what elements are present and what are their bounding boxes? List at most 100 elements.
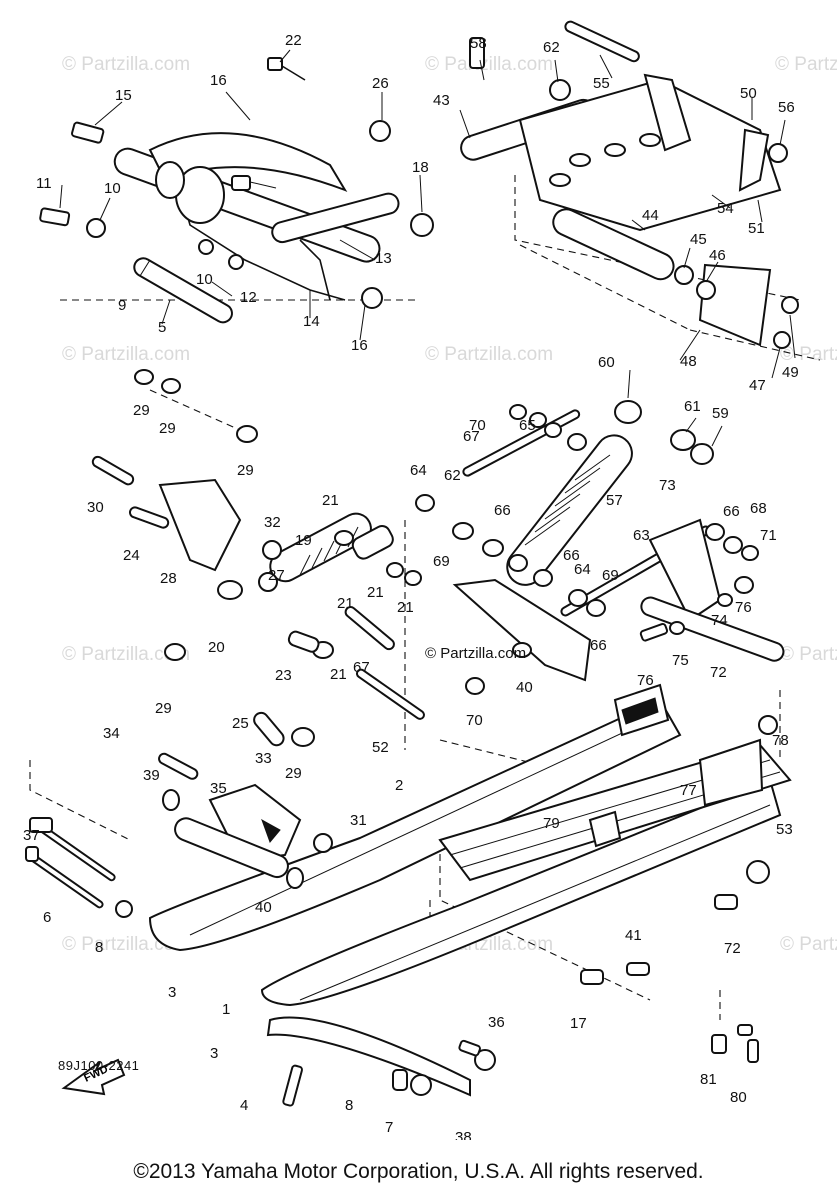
- watermark: © Partzilla.com: [425, 54, 553, 75]
- callout-7: 7: [385, 1119, 393, 1136]
- callout-73: 73: [659, 477, 676, 494]
- callout-21: 21: [397, 599, 414, 616]
- callout-18: 18: [412, 159, 429, 176]
- callout-51: 51: [748, 220, 765, 237]
- callout-3: 3: [210, 1045, 218, 1062]
- callout-8: 8: [95, 939, 103, 956]
- diagram-reference-code: 89J100-2241: [58, 1058, 140, 1073]
- callout-5: 5: [158, 319, 166, 336]
- callout-60: 60: [598, 354, 615, 371]
- callout-70: 70: [469, 417, 486, 434]
- watermark: © Partzilla.com: [425, 344, 553, 365]
- callout-46: 46: [709, 247, 726, 264]
- callout-39: 39: [143, 767, 160, 784]
- callout-29: 29: [237, 462, 254, 479]
- callout-37: 37: [23, 827, 40, 844]
- callout-65: 65: [519, 417, 536, 434]
- callout-17: 17: [570, 1015, 587, 1032]
- watermark: © Partzilla.com: [62, 54, 190, 75]
- callout-67: 67: [463, 428, 480, 445]
- callout-27: 27: [268, 567, 285, 584]
- callout-12: 12: [240, 289, 257, 306]
- callout-63: 63: [633, 527, 650, 544]
- callout-79: 79: [543, 815, 560, 832]
- callout-22: 22: [285, 32, 302, 49]
- callout-64: 64: [574, 561, 591, 578]
- callout-21: 21: [367, 584, 384, 601]
- callout-69: 69: [602, 567, 619, 584]
- callout-75: 75: [672, 652, 689, 669]
- callout-76: 76: [735, 599, 752, 616]
- callout-62: 62: [543, 39, 560, 56]
- callout-4: 4: [240, 1097, 248, 1114]
- watermark: © Partzilla.com: [780, 344, 837, 365]
- callout-40: 40: [255, 899, 272, 916]
- watermark: © Partzilla.com: [780, 644, 837, 665]
- slide-rail-assembly: [148, 683, 792, 1097]
- watermark: © Partzilla.com: [62, 344, 190, 365]
- callout-57: 57: [606, 492, 623, 509]
- callout-13: 13: [375, 250, 392, 267]
- callout-26: 26: [372, 75, 389, 92]
- callout-66: 66: [723, 503, 740, 520]
- callout-53: 53: [776, 821, 793, 838]
- callout-44: 44: [642, 207, 659, 224]
- callout-32: 32: [264, 514, 281, 531]
- callout-16: 16: [210, 72, 227, 89]
- callout-70: 70: [466, 712, 483, 729]
- watermark: © Partzilla.com: [62, 644, 190, 665]
- callout-59: 59: [712, 405, 729, 422]
- callout-labels: 1233456788910101112131415161617181920212…: [23, 32, 799, 1140]
- callout-16: 16: [351, 337, 368, 354]
- callout-56: 56: [778, 99, 795, 116]
- callout-55: 55: [593, 75, 610, 92]
- callout-69: 69: [433, 553, 450, 570]
- callout-41: 41: [625, 927, 642, 944]
- watermark: © Partzilla.com: [780, 934, 837, 955]
- callout-31: 31: [350, 812, 367, 829]
- callout-10: 10: [196, 271, 213, 288]
- callout-80: 80: [730, 1089, 747, 1106]
- callout-29: 29: [285, 765, 302, 782]
- callout-66: 66: [494, 502, 511, 519]
- callout-1: 1: [222, 1001, 230, 1018]
- callout-54: 54: [717, 200, 734, 217]
- callout-71: 71: [760, 527, 777, 544]
- callout-35: 35: [210, 780, 227, 797]
- callout-8: 8: [345, 1097, 353, 1114]
- callout-29: 29: [133, 402, 150, 419]
- front-shock-assembly: [91, 369, 425, 747]
- callout-30: 30: [87, 499, 104, 516]
- center-watermark: © Partzilla.com: [425, 645, 526, 662]
- callout-48: 48: [680, 353, 697, 370]
- callout-49: 49: [782, 364, 799, 381]
- copyright-notice: ©2013 Yamaha Motor Corporation, U.S.A. A…: [133, 1160, 704, 1183]
- callout-10: 10: [104, 180, 121, 197]
- callout-21: 21: [330, 666, 347, 683]
- forward-direction-arrow: FWD: [61, 1058, 126, 1096]
- callout-66: 66: [590, 637, 607, 654]
- callout-23: 23: [275, 667, 292, 684]
- callout-11: 11: [36, 175, 52, 192]
- callout-28: 28: [160, 570, 177, 587]
- watermark: © Partzilla.com: [775, 54, 837, 75]
- callout-21: 21: [322, 492, 339, 509]
- callout-43: 43: [433, 92, 450, 109]
- callout-47: 47: [749, 377, 766, 394]
- callout-72: 72: [724, 940, 741, 957]
- callout-76: 76: [637, 672, 654, 689]
- callout-9: 9: [118, 297, 126, 314]
- callout-66: 66: [563, 547, 580, 564]
- leader-lines: [59, 49, 796, 447]
- callout-45: 45: [690, 231, 707, 248]
- callout-77: 77: [680, 782, 697, 799]
- callout-58: 58: [470, 35, 487, 52]
- callout-81: 81: [700, 1071, 717, 1088]
- callout-20: 20: [208, 639, 225, 656]
- callout-25: 25: [232, 715, 249, 732]
- callout-67: 67: [353, 659, 370, 676]
- callout-24: 24: [123, 547, 140, 564]
- callout-29: 29: [159, 420, 176, 437]
- rear-shock-assembly: [415, 400, 785, 695]
- callout-21: 21: [337, 595, 354, 612]
